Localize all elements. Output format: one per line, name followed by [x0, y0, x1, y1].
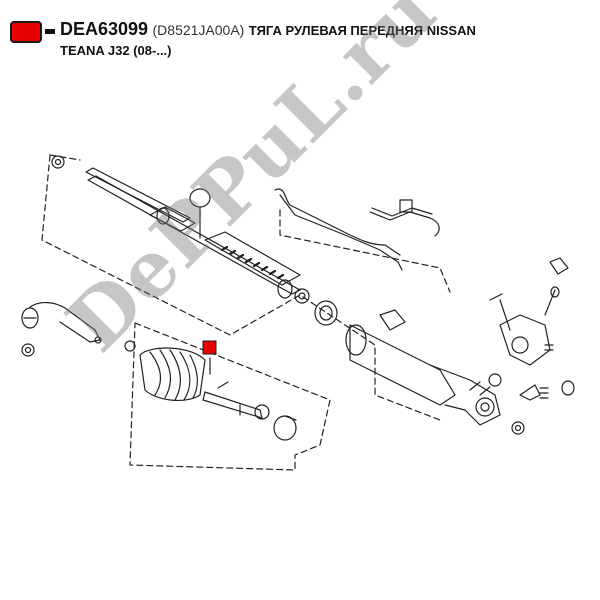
bushing-center: [294, 288, 338, 326]
diagram-marker: [202, 340, 217, 355]
rack-housing: [345, 309, 501, 426]
title-block: DEA63099 (D8521JA00A) ТЯГА РУЛЕВАЯ ПЕРЕД…: [60, 18, 580, 60]
rack-bar: [85, 167, 301, 299]
description-line1: ТЯГА РУЛЕВАЯ ПЕРЕДНЯЯ NISSAN: [248, 23, 476, 38]
outer-tie-rod-end: [21, 302, 102, 357]
hydraulic-pipes: [274, 188, 440, 271]
dashed-outline-tie-rod: [129, 322, 331, 471]
dashed-outline-rack: [41, 154, 441, 421]
right-small-parts: [488, 373, 575, 435]
inner-tie-rod: [202, 381, 270, 420]
steering-boot: [124, 340, 206, 402]
description-line2: TEANA J32 (08-...): [60, 43, 172, 58]
part-number: DEA63099: [60, 19, 149, 39]
pinion-valve: [489, 257, 569, 366]
dashed-outline-rack-top: [49, 154, 81, 161]
washer: [273, 415, 297, 441]
oem-number: (D8521JA00A): [152, 22, 245, 38]
nut-top-left: [51, 155, 65, 169]
dashed-outline-right: [279, 209, 451, 293]
dash-separator: [45, 29, 55, 34]
o-ring: [189, 188, 211, 239]
highlight-marker: [10, 21, 42, 43]
